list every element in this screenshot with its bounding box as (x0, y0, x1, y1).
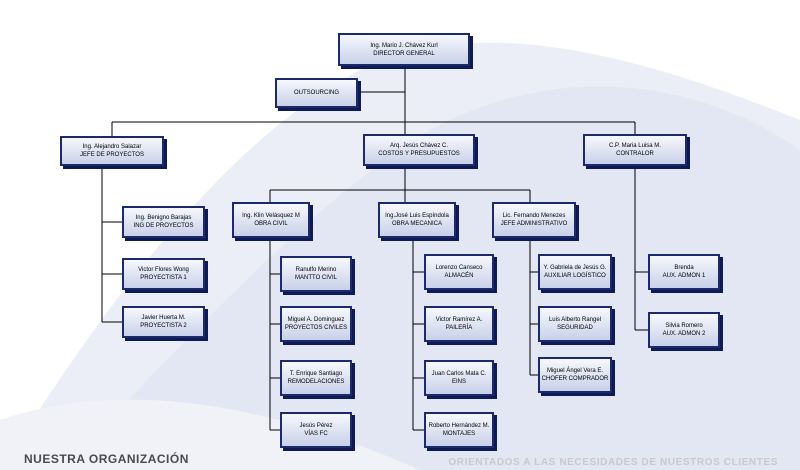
node-role: COSTOS Y PRESUPUESTOS (378, 151, 460, 157)
node-role: MONTAJES (442, 431, 476, 437)
node-name: Ing. Benigno Barajas (135, 215, 192, 221)
node-name: C.P. Maria Luisa M. (609, 143, 661, 149)
node-role: EINS (451, 379, 466, 385)
node-role: PROYECTISTA 2 (140, 323, 187, 329)
node-role: OBRA MECANICA (391, 221, 442, 227)
node-role: JEFE DE PROYECTOS (80, 152, 144, 158)
node-jefe-proyectos: Ing. Alejandro Salazar JEFE DE PROYECTOS (60, 136, 164, 166)
node-montajes: Roberto Hernández M. MONTAJES (424, 412, 494, 448)
node-name: Luis Alberto Rangel (548, 317, 602, 323)
node-name: OUTSOURCING (294, 90, 339, 96)
footer-title: NUESTRA ORGANIZACIÓN (24, 452, 189, 466)
node-name: Ing. Mario J. Chávez Kurl (370, 42, 438, 49)
node-name: Miguel A. Dominguez (287, 317, 345, 323)
node-mantto-civil: Ranulfo Merino MANTTO CIVIL (280, 256, 352, 292)
node-name: Juan Carlos Mata C. (431, 371, 487, 377)
node-auxiliar-logistico: Y. Gabriela de Jesús G. AUXILIAR LOGÍSTI… (538, 254, 612, 290)
node-proyectista-2: Javier Huerta M. PROYECTISTA 2 (122, 306, 205, 338)
node-obra-civil: Ing. Klin Velásquez M OBRA CIVIL (232, 202, 310, 238)
node-contralor: C.P. Maria Luisa M. CONTRALOR (583, 134, 687, 166)
node-aux-admon-2: Silvia Romero AUX. ADMON 2 (648, 312, 720, 348)
node-role: ING DE PROYECTOS (133, 223, 194, 229)
node-name: T. Enrique Santiago (289, 371, 343, 377)
node-costos-presupuestos: Arq. Jesús Chávez C. COSTOS Y PRESUPUEST… (363, 134, 475, 166)
node-name: Lorenzo Canseco (435, 265, 483, 271)
node-role: ALMACÉN (444, 273, 474, 279)
node-name: Roberto Hernández M. (428, 423, 490, 429)
node-chofer-comprador: Miguel Ángel Vera E. CHOFER COMPRADOR (538, 357, 612, 393)
node-eins: Juan Carlos Mata C. EINS (424, 360, 494, 396)
node-obra-mecanica: Ing.José Luis Espíndola OBRA MECANICA (378, 202, 456, 238)
node-vias-fc: Jesús Pérez VÍAS FC (280, 412, 352, 448)
node-almacen: Lorenzo Canseco ALMACÉN (424, 254, 494, 290)
node-role: PAILERÍA (445, 325, 473, 331)
node-role: OBRA CIVIL (254, 221, 288, 227)
node-role: MANTTO CIVIL (295, 275, 337, 281)
node-outsourcing: OUTSOURCING (275, 78, 358, 108)
node-name: Silvia Romero (665, 323, 703, 329)
node-name: Javier Huerta M. (141, 315, 186, 321)
node-role: PROYECTISTA 1 (140, 275, 187, 281)
node-role: SEGURIDAD (557, 325, 593, 331)
node-aux-admon-1: Brenda AUX. ADMON 1 (648, 254, 720, 290)
node-name: Victor Ramírez A. (435, 317, 483, 323)
node-role: JEFE ADMINISTRATIVO (500, 221, 568, 227)
node-role: AUX. ADMON 1 (662, 273, 706, 279)
footer-slogan: ORIENTADOS A LAS NECESIDADES DE NUESTROS… (448, 457, 778, 468)
node-role: CONTRALOR (616, 151, 654, 157)
node-jefe-administrativo: Lic. Fernando Menezes JEFE ADMINISTRATIV… (492, 202, 576, 238)
node-remodelaciones: T. Enrique Santiago REMODELACIONES (280, 360, 352, 396)
node-name: Brenda (674, 265, 694, 271)
node-name: Lic. Fernando Menezes (502, 213, 566, 219)
node-name: Jesús Pérez (299, 423, 333, 429)
node-role: AUX. ADMON 2 (662, 331, 706, 337)
node-seguridad: Luis Alberto Rangel SEGURIDAD (538, 306, 612, 342)
node-name: Victor Flores Wong (138, 267, 189, 273)
node-paileria: Victor Ramírez A. PAILERÍA (424, 306, 494, 342)
node-role: PROYECTOS CIVILES (284, 325, 348, 331)
node-director-general: Ing. Mario J. Chávez Kurl DIRECTOR GENER… (338, 33, 470, 66)
node-name: Ranulfo Merino (295, 267, 337, 273)
node-role: VÍAS FC (304, 431, 328, 437)
node-name: Ing. Alejandro Salazar (82, 144, 142, 150)
node-name: Ing.José Luis Espíndola (385, 213, 449, 219)
node-name: Miguel Ángel Vera E. (546, 368, 604, 374)
node-name: Y. Gabriela de Jesús G. (543, 265, 607, 271)
node-ing-proyectos: Ing. Benigno Barajas ING DE PROYECTOS (122, 206, 205, 238)
node-role: CHOFER COMPRADOR (541, 376, 609, 382)
node-name: Arq. Jesús Chávez C. (389, 143, 449, 149)
node-role: DIRECTOR GENERAL (373, 50, 435, 57)
node-proyectos-civiles: Miguel A. Dominguez PROYECTOS CIVILES (280, 306, 352, 342)
node-role: REMODELACIONES (287, 379, 345, 385)
node-name: Ing. Klin Velásquez M (242, 213, 300, 219)
node-proyectista-1: Victor Flores Wong PROYECTISTA 1 (122, 258, 205, 290)
node-role: AUXILIAR LOGÍSTICO (544, 273, 606, 279)
